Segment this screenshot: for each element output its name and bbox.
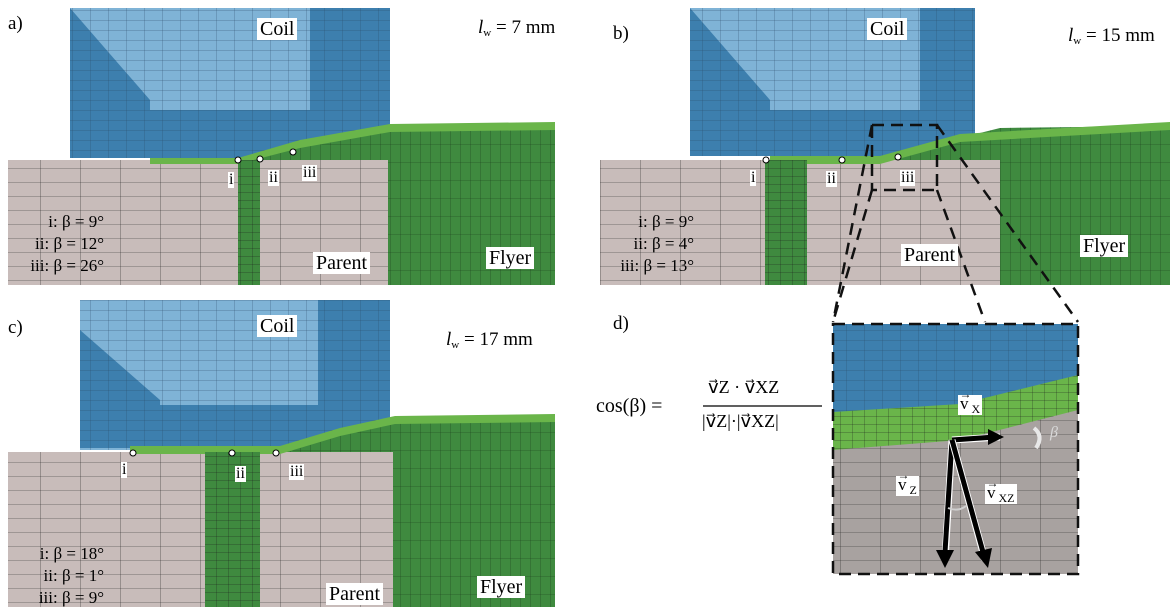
panel-a-flyer-label: Flyer <box>486 247 535 269</box>
vector-xz-label: v→XZ <box>985 476 1017 505</box>
panel-c-graphic <box>8 300 555 607</box>
lw-symbol: l <box>446 329 452 350</box>
panel-b-parent-label: Parent <box>901 244 959 266</box>
lw-sub: w <box>451 339 460 351</box>
beta-row: i: β = 9° <box>48 212 104 231</box>
panel-b-label: b) <box>613 23 629 44</box>
panel-a-label: a) <box>8 13 23 34</box>
panel-d-graphic <box>831 322 1080 576</box>
lw-sub: w <box>1073 35 1082 47</box>
formula-denominator: |v⃗Z|·|v⃗XZ| <box>702 411 779 431</box>
lw-symbol: l <box>478 17 484 38</box>
vector-x-sub: X <box>971 402 981 416</box>
panel-d-label: d) <box>613 313 629 334</box>
panel-b-beta-list: i: β = 9° ii: β = 4° iii: β = 13° <box>596 211 694 277</box>
lw-value: = 7 mm <box>495 17 556 38</box>
panel-b-flyer-label: Flyer <box>1080 235 1129 257</box>
vector-z-label: v→Z <box>896 468 919 497</box>
vector-xz-sub: XZ <box>998 491 1015 505</box>
beta-row: iii: β = 26° <box>30 256 104 275</box>
panel-b-weld-length: lw = 15 mm <box>1068 26 1155 47</box>
lw-symbol: l <box>1068 25 1074 46</box>
panel-b-point-i: i <box>750 169 757 186</box>
beta-row: ii: β = 4° <box>633 234 694 253</box>
beta-angle-label: β <box>1050 424 1058 441</box>
lw-sub: w <box>483 27 492 39</box>
panel-a-point-ii: ii <box>268 169 279 186</box>
vector-z-sub: Z <box>909 483 917 497</box>
vector-x-label: v→X <box>958 387 983 416</box>
panel-c-beta-list: i: β = 18° ii: β = 1° iii: β = 9° <box>6 543 104 609</box>
beta-row: i: β = 9° <box>638 212 694 231</box>
panel-a-weld-length: lw = 7 mm <box>478 18 555 39</box>
panel-c-point-iii: iii <box>289 463 305 480</box>
panel-c-point-ii: ii <box>235 465 246 482</box>
beta-row: iii: β = 9° <box>38 588 104 607</box>
beta-row: ii: β = 1° <box>43 566 104 585</box>
panel-b-point-ii: ii <box>826 170 837 187</box>
beta-row: i: β = 18° <box>39 544 104 563</box>
panel-a-beta-list: i: β = 9° ii: β = 12° iii: β = 26° <box>6 211 104 277</box>
beta-row: iii: β = 13° <box>620 256 694 275</box>
panel-a-point-i: i <box>228 171 235 188</box>
panel-b-point-iii: iii <box>900 169 916 186</box>
panel-c-label: c) <box>8 317 23 338</box>
panel-c-parent-label: Parent <box>326 583 384 605</box>
lw-value: = 15 mm <box>1085 25 1155 46</box>
panel-c-point-i: i <box>121 461 128 478</box>
panel-a-parent-label: Parent <box>313 252 371 274</box>
panel-c-coil-label: Coil <box>257 315 298 337</box>
formula-numerator: v⃗Z · v⃗XZ <box>708 377 780 397</box>
panel-a-graphic <box>8 8 555 285</box>
beta-row: ii: β = 12° <box>35 234 104 253</box>
formula-lhs: cos(β) = <box>596 395 663 417</box>
panel-a-coil-label: Coil <box>257 18 298 40</box>
panel-c-weld-length: lw = 17 mm <box>446 330 533 351</box>
lw-value: = 17 mm <box>463 329 533 350</box>
panel-a-point-iii: iii <box>302 164 318 181</box>
panel-b-coil-label: Coil <box>867 18 908 40</box>
panel-c-flyer-label: Flyer <box>477 576 526 598</box>
